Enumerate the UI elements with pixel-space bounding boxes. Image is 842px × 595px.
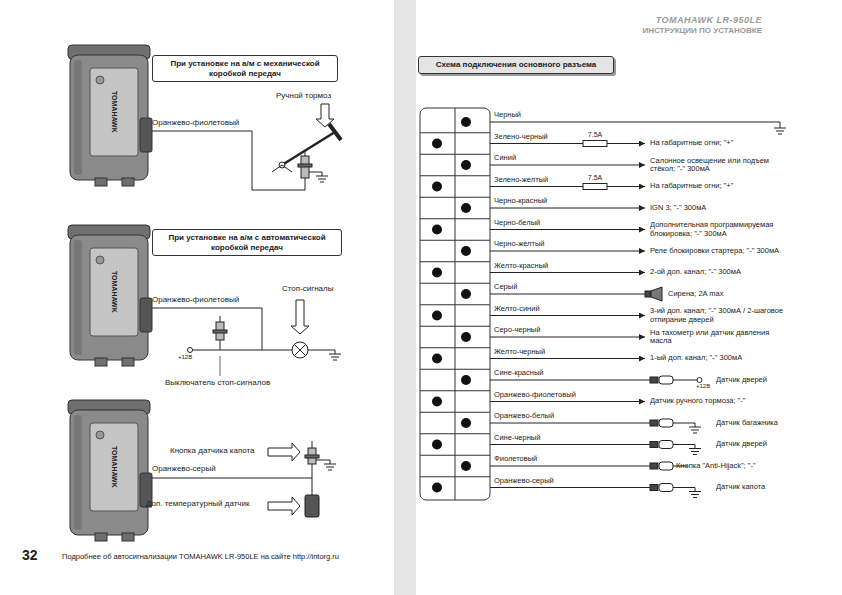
wire-destination: Датчик багажника	[716, 419, 778, 427]
wire-color-label: Желто-красный	[494, 262, 548, 270]
wire-color-label: Желто-синий	[494, 305, 540, 313]
part-label: Выключатель стоп-сигналов	[165, 379, 270, 388]
page-fold	[394, 0, 416, 595]
wire-color-label: Желто-черный	[494, 348, 545, 356]
wire-destination: Датчик ручного тормоза; "-"	[650, 397, 790, 405]
wire-color-label: Оранжево-серый	[494, 477, 554, 485]
box-title: При установке на а/м с механической коро…	[159, 59, 331, 78]
box-title: При установке на а/м с автоматической ко…	[159, 233, 335, 252]
wire-color-label: Серый	[494, 283, 517, 291]
wire-destination: Датчик дверей	[716, 440, 767, 448]
wire-color-label: Черно-желтый	[494, 240, 544, 248]
wire-color-label: Черный	[494, 111, 521, 119]
wire-color-label: Синий	[494, 154, 516, 162]
footer-note: Подробнее об автосигнализации TOMAHAWK L…	[62, 553, 339, 561]
wire-destination: На габаритные огни; "+"	[650, 182, 790, 190]
voltage-label: +12В	[178, 354, 192, 361]
section-title-box: Схема подключения основного разъема	[418, 56, 614, 74]
wire-color-label: Оранжево-фиолетовый	[152, 296, 239, 305]
wire-color-label: Оранжево-белый	[494, 412, 554, 420]
wire-color-label: Черно-красный	[494, 197, 547, 205]
wire-color-label: Сине-красный	[494, 369, 544, 377]
wire-destination: Реле блокировки стартера; "-" 300мА	[650, 247, 790, 255]
wire-color-label: Зелено-черный	[494, 133, 548, 141]
wire-color-label: Оранжево-фиолетовый	[152, 119, 239, 128]
box-title: Схема подключения основного разъема	[425, 60, 607, 70]
wire-color-label: Черно-белый	[494, 219, 540, 227]
panel-title-box: При установке на а/м с автоматической ко…	[152, 229, 342, 256]
fuse-rating: 7.5A	[588, 174, 602, 182]
wire-color-label: Сине-черный	[494, 434, 540, 442]
wire-destination: IGN 3; "-" 300мА	[650, 204, 790, 212]
wire-destination: Сирена; 2A max	[668, 290, 723, 298]
wire-color-label: Фиолетовый	[494, 455, 537, 463]
alarm-unit	[68, 45, 152, 186]
wire-destination: 2-ой доп. канал; "-" 300мА	[650, 268, 790, 276]
unit-logo: TOMAHAWK	[110, 446, 118, 488]
alarm-unit	[68, 400, 152, 541]
panel-title-box: При установке на а/м с механической коро…	[152, 55, 338, 82]
wire-destination: 3-ий доп. канал; "-" 300мА / 2-шаговое о…	[650, 307, 790, 324]
wire-destination: Дополнительная программируемая блокировк…	[650, 221, 790, 238]
part-label: Доп. температурный датчик	[146, 500, 249, 509]
voltage-label: +12В	[696, 383, 710, 390]
wire-destination: 1-ый доп. канал; "-" 300мА	[650, 354, 790, 362]
wire-destination: На тахометр или датчик давления масла	[650, 329, 790, 346]
fuse-rating: 7.5A	[588, 131, 602, 139]
alarm-unit	[68, 225, 152, 366]
part-label: Кнопка датчика капота	[170, 447, 255, 456]
wire-destination: Датчик капота	[716, 483, 765, 491]
part-label: Ручной тормоз	[276, 92, 331, 101]
wire-destination: Кнопка "Anti-Hijack"; "-"	[676, 462, 756, 470]
part-label: Стоп-сигналы	[282, 285, 333, 294]
header-title: ИНСТРУКЦИИ ПО УСТАНОВКЕ	[642, 27, 762, 36]
wire-destination: На габаритные огни; "+"	[650, 139, 790, 147]
wire-color-label: Серо-черный	[494, 326, 540, 334]
wire-destination: Датчик дверей	[716, 376, 767, 384]
wire-color-label: Зелено-желтый	[494, 176, 548, 184]
wiring	[152, 104, 341, 517]
page-number: 32	[22, 548, 38, 563]
unit-logo: TOMAHAWK	[110, 91, 118, 133]
unit-logo: TOMAHAWK	[110, 271, 118, 313]
wire-destination: Салонное освещение или подъем стёкол; "-…	[650, 157, 790, 174]
main-connector	[420, 108, 490, 500]
wire-color-label: Оранжево-серый	[152, 465, 216, 474]
wire-color-label: Оранжево-фиолетовый	[494, 391, 576, 399]
header-brand: TOMAHAWK LR-950LE	[656, 16, 762, 26]
